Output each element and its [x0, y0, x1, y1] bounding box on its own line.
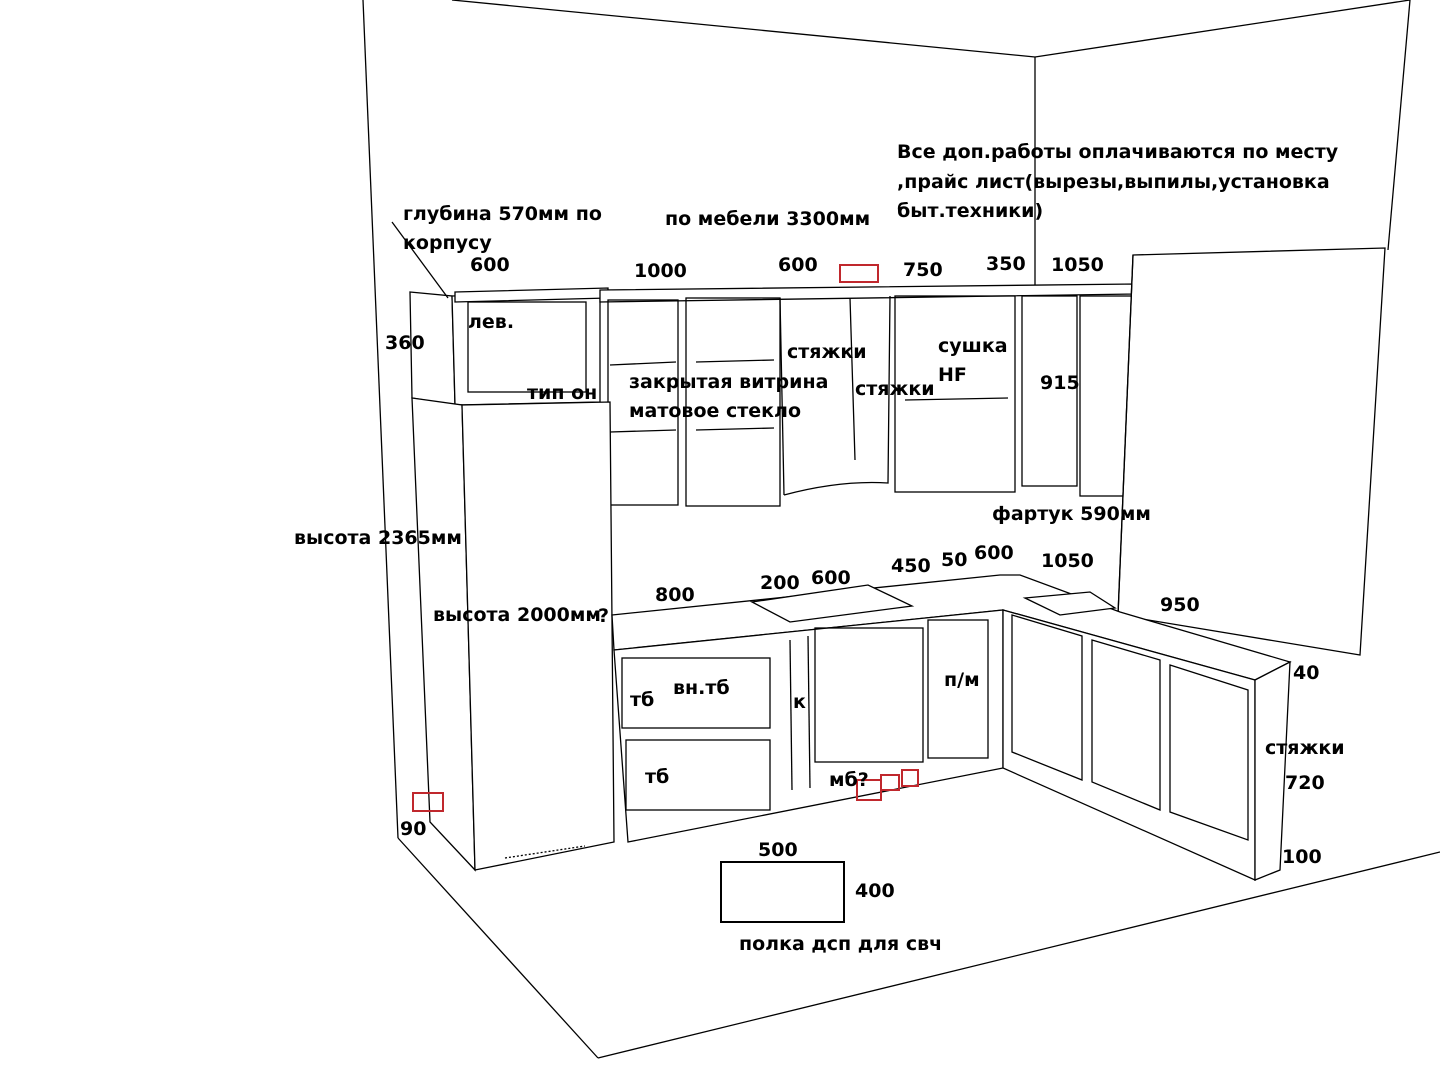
- dim-label: 450: [891, 555, 931, 577]
- dim-label: 915: [1040, 372, 1080, 394]
- note-line-2: ,прайс лист(вырезы,выпилы,установка: [897, 171, 1330, 193]
- dim-label: 90: [400, 818, 426, 840]
- ties-label: стяжки: [1265, 737, 1345, 759]
- mb-label: мб?: [829, 769, 869, 791]
- upper-cabinets: [409, 283, 1136, 507]
- dim-label: 1050: [1051, 254, 1104, 276]
- depth-label-2: корпусу: [403, 232, 492, 254]
- ties-label: стяжки: [787, 341, 867, 363]
- fridge-column: [411, 397, 615, 872]
- drawer-label: вн.тб: [673, 677, 730, 699]
- dim-label: 100: [1282, 846, 1322, 868]
- dishwasher-label: п/м: [944, 669, 980, 691]
- ties-label: стяжки: [855, 378, 935, 400]
- dim-label: 800: [655, 584, 695, 606]
- dim-label: 40: [1293, 662, 1319, 684]
- dim-label: 720: [1285, 772, 1325, 794]
- vitrine-label-2: матовое стекло: [629, 400, 801, 422]
- red-markers: [412, 264, 919, 812]
- shelf-width-label: 500: [758, 839, 798, 861]
- note-line-1: Все доп.работы оплачиваются по месту: [897, 141, 1339, 163]
- dim-label: 1000: [634, 260, 687, 282]
- depth-leader-line: [391, 221, 449, 299]
- dim-label: 600: [811, 567, 851, 589]
- dryer-label-2: HF: [938, 364, 967, 386]
- apron-label: фартук 590мм: [992, 503, 1151, 525]
- tall-cabinet-right: [1117, 247, 1386, 656]
- dim-label: 350: [986, 253, 1026, 275]
- microwave-shelf: [720, 861, 845, 923]
- hood-type-label: тип он: [527, 382, 597, 404]
- dim-label: 200: [760, 572, 800, 594]
- dryer-label-1: сушка: [938, 335, 1008, 357]
- shelf-label: полка дсп для свч: [739, 933, 942, 955]
- shelf-height-label: 400: [855, 880, 895, 902]
- left-label: лев.: [468, 311, 514, 333]
- note-line-3: быт.техники): [897, 200, 1043, 222]
- dim-label: 600: [778, 254, 818, 276]
- dim-label: 600: [974, 542, 1014, 564]
- dim-label: 360: [385, 332, 425, 354]
- room-outline: [362, 0, 1440, 1059]
- question-label: ?: [598, 605, 609, 627]
- base-cabinets: [611, 574, 1292, 882]
- depth-label-1: глубина 570мм по: [403, 203, 602, 225]
- vitrine-label-1: закрытая витрина: [629, 371, 828, 393]
- labels: Все доп.работы оплачиваются по месту ,пр…: [294, 141, 1345, 955]
- fridge-height-label: высота 2000мм: [433, 604, 601, 626]
- drawer-label: тб: [645, 766, 669, 788]
- dim-label: 50: [941, 549, 967, 571]
- total-height-label: высота 2365мм: [294, 527, 462, 549]
- drawer-label: тб: [630, 689, 654, 711]
- dim-label: 750: [903, 259, 943, 281]
- dim-label: 950: [1160, 594, 1200, 616]
- dim-label: 1050: [1041, 550, 1094, 572]
- total-width-label: по мебели 3300мм: [665, 208, 870, 230]
- k-label: к: [793, 691, 806, 713]
- dim-label: 600: [470, 254, 510, 276]
